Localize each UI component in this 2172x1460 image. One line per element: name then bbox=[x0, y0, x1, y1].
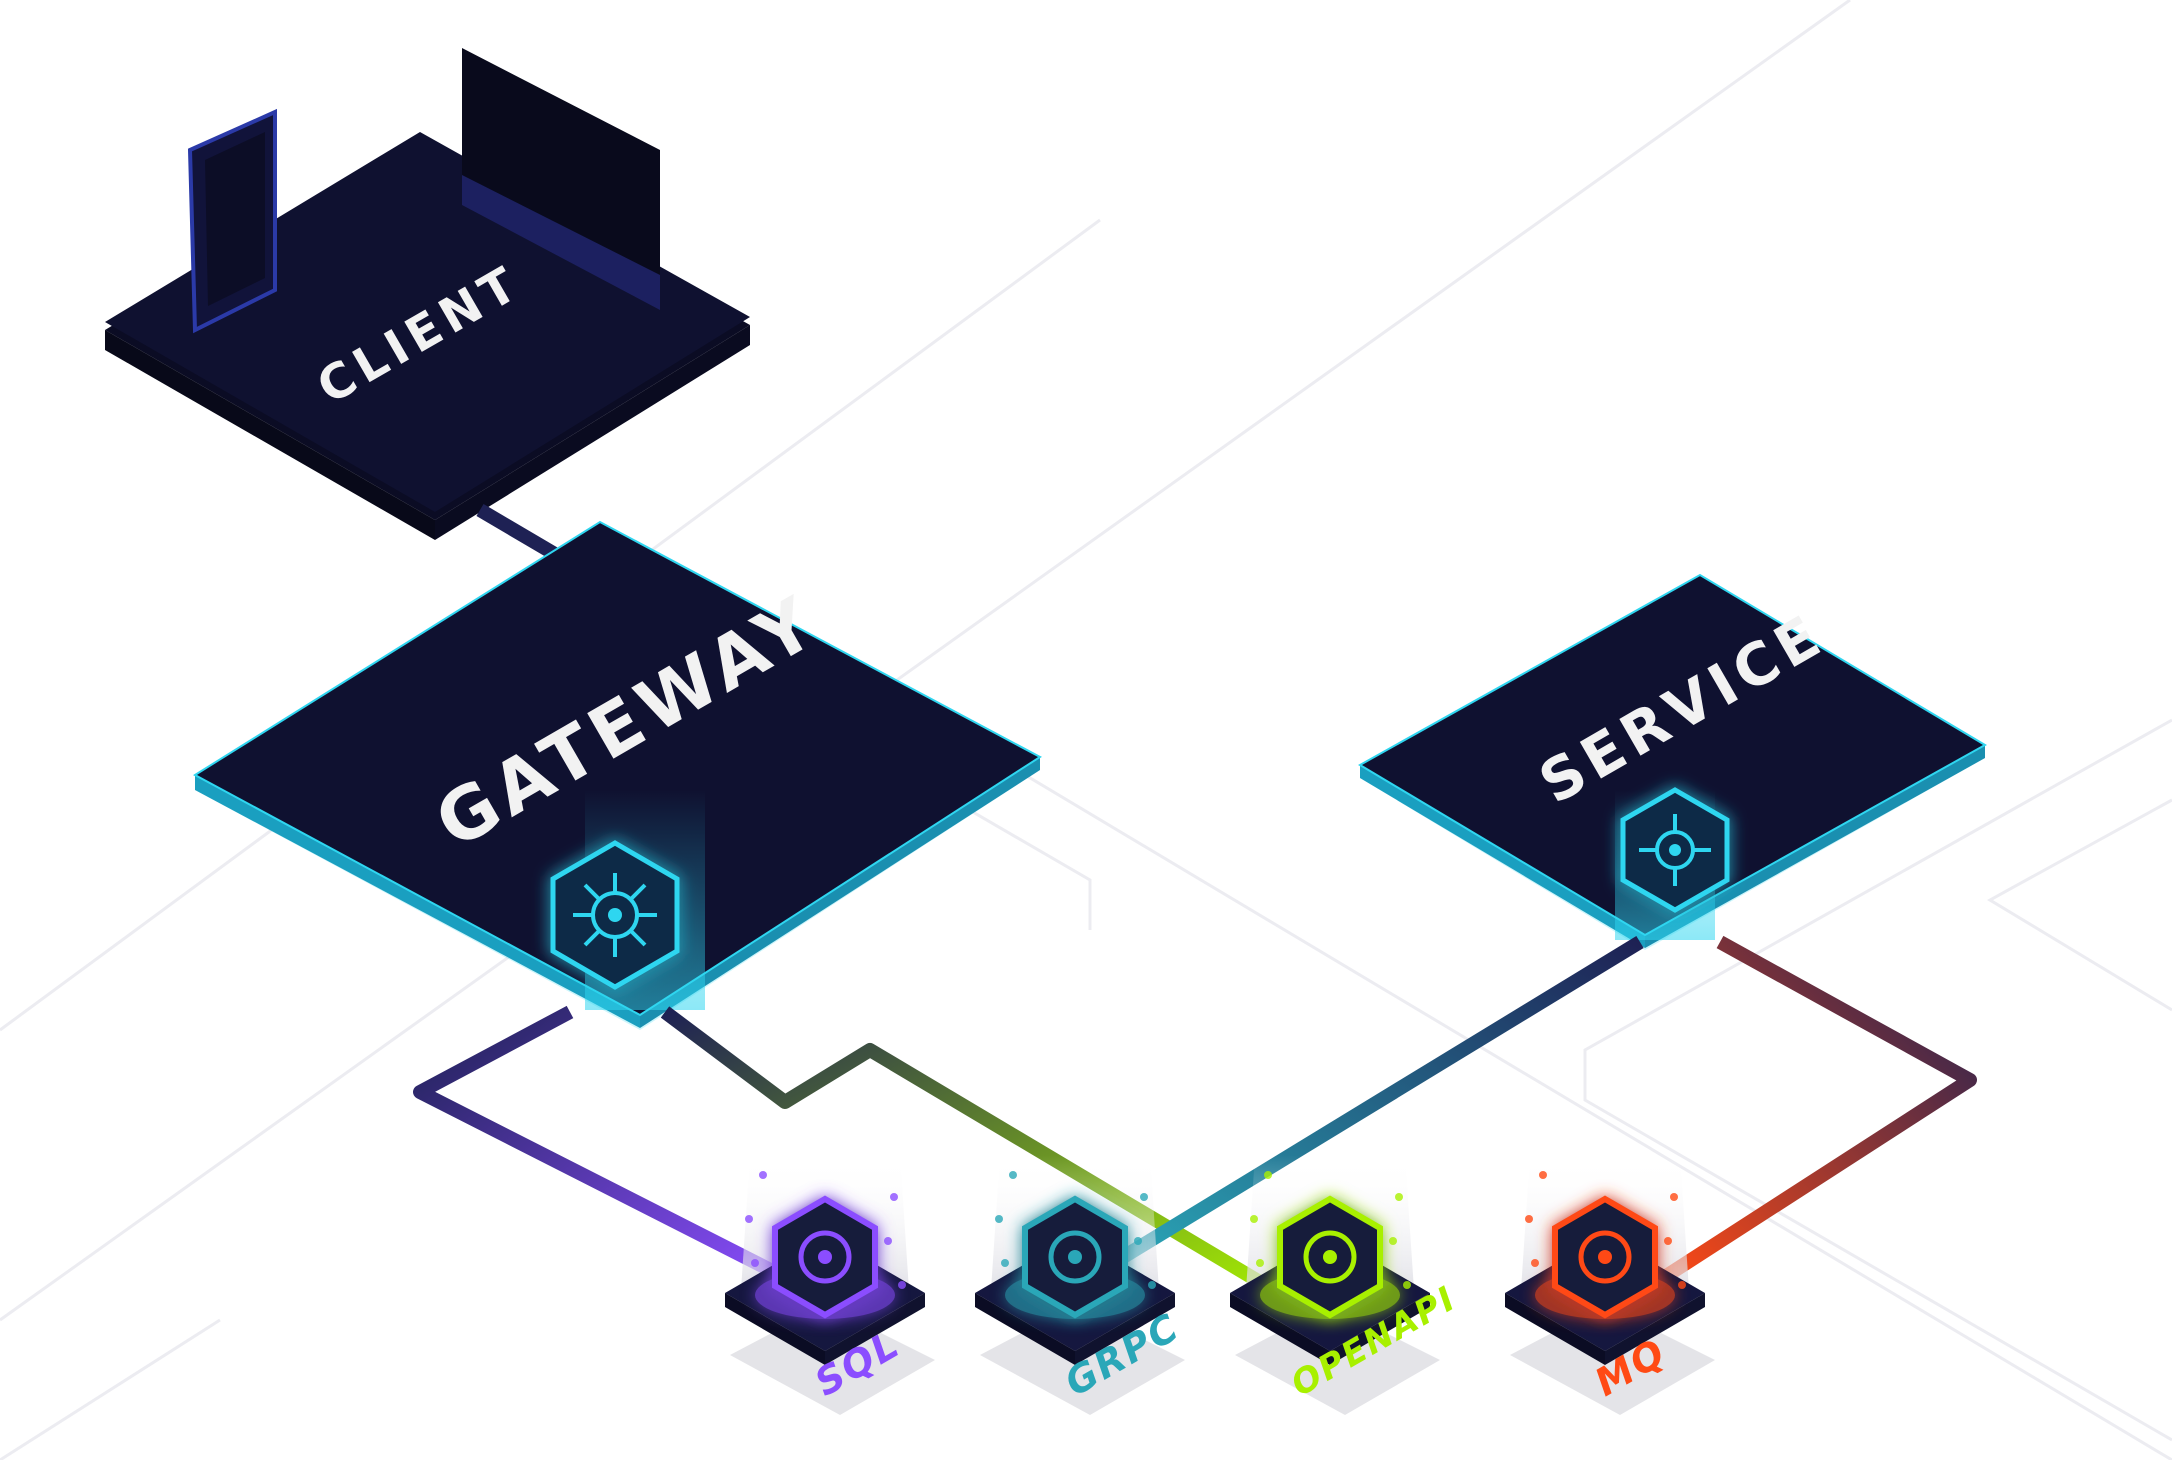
openapi-icon bbox=[1277, 1195, 1383, 1319]
grpc-icon bbox=[1022, 1195, 1128, 1319]
service-grpc-connector bbox=[1111, 936, 1644, 1268]
gateway-sql-connector bbox=[413, 1005, 794, 1287]
mq-node[interactable]: MQ bbox=[1505, 1155, 1715, 1415]
service-mq-connector bbox=[1656, 935, 1977, 1286]
database-icon bbox=[772, 1195, 878, 1319]
gateway-hub-icon bbox=[550, 840, 680, 990]
phone-icon bbox=[187, 108, 277, 334]
laptop-icon bbox=[462, 48, 660, 310]
client-platform[interactable]: CLIENT bbox=[105, 48, 750, 540]
sql-node[interactable]: SQL bbox=[725, 1155, 935, 1415]
service-hub-icon bbox=[1620, 787, 1730, 913]
openapi-node[interactable]: OPENAPI bbox=[1230, 1155, 1463, 1415]
message-queue-icon bbox=[1552, 1195, 1658, 1319]
gateway-platform[interactable]: GATEWAY bbox=[193, 520, 1042, 1030]
service-platform[interactable]: SERVICE bbox=[1358, 573, 1987, 950]
grpc-node[interactable]: GRPC bbox=[975, 1155, 1187, 1415]
